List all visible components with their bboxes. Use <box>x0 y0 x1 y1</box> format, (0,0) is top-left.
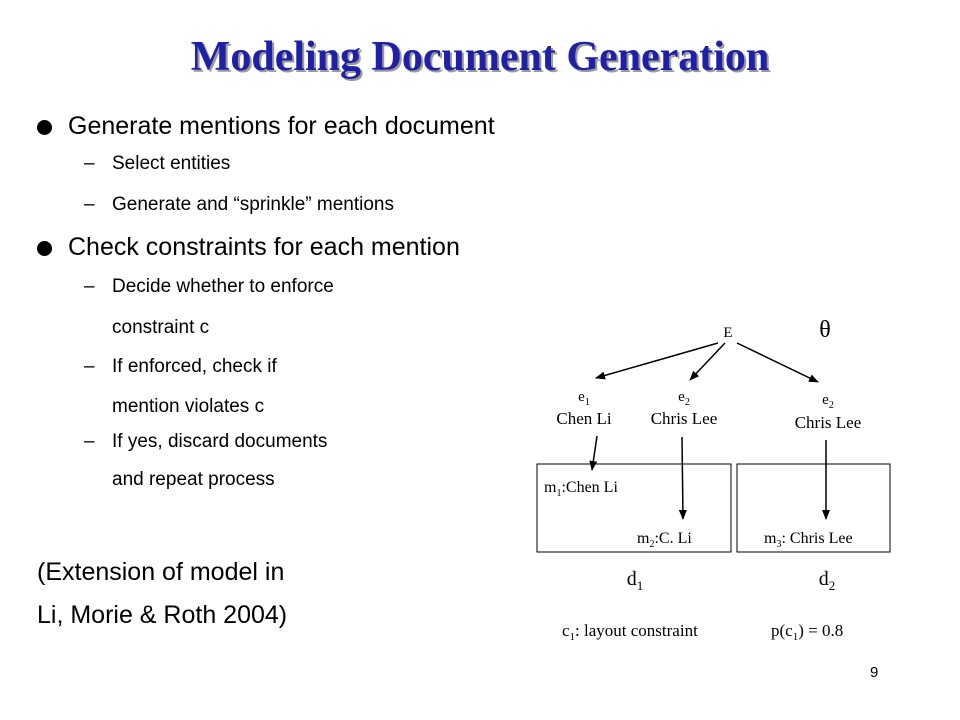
arrow-e-to-e2-second <box>736 342 819 383</box>
sub-bullet-continuation: mention violates c <box>112 396 265 417</box>
arrow-e2-to-m2 <box>678 436 687 520</box>
entity-e2-second-name: Chris Lee <box>795 413 862 432</box>
entity-e2-label: e2 <box>678 389 690 408</box>
mention-m1: m1:Chen Li <box>544 479 618 499</box>
sub-bullet-continuation: and repeat process <box>112 469 275 490</box>
bullet-item: Check constraints for each mention <box>37 233 460 261</box>
document-d1-label: d1 <box>627 568 644 593</box>
sub-bullet-continuation: constraint c <box>112 317 210 338</box>
slide-title: Modeling Document Generation <box>190 34 770 80</box>
sub-bullet-text: Select entities <box>112 153 231 174</box>
arrow-e-to-e1 <box>595 342 719 380</box>
entity-e1-label: e1 <box>578 389 590 408</box>
theta-symbol: θ <box>819 317 831 343</box>
bullet-text: Check constraints for each mention <box>68 233 460 261</box>
document-d2-box <box>736 463 891 553</box>
sub-bullet-text: Generate and “sprinkle” mentions <box>112 194 394 215</box>
sub-bullet-text: Decide whether to enforce <box>112 276 334 297</box>
bullet-text: Generate mentions for each document <box>68 112 495 140</box>
document-d1-box <box>536 463 732 553</box>
arrow-e1-to-m1 <box>589 435 598 471</box>
extension-note-line2: Li, Morie & Roth 2004) <box>37 601 288 629</box>
root-entity-label: E <box>723 325 732 341</box>
constraint-probability: p(c1) = 0.8 <box>771 621 843 643</box>
document-d2-label: d2 <box>819 568 836 593</box>
page-number: 9 <box>870 664 879 681</box>
constraint-label: c1: layout constraint <box>562 621 698 643</box>
mention-m2: m2:C. Li <box>637 530 692 550</box>
extension-note-line1: (Extension of model in <box>37 558 285 586</box>
entity-e2-name: Chris Lee <box>651 409 718 428</box>
sub-bullet-text: If enforced, check if <box>112 356 277 377</box>
bullet-dot-icon <box>37 120 52 135</box>
sub-bullet-text: If yes, discard documents <box>112 431 328 452</box>
entity-e2-second-label: e2 <box>822 392 834 411</box>
mention-m3: m3: Chris Lee <box>764 530 853 550</box>
bullet-dot-icon <box>37 241 52 256</box>
entity-e1-name: Chen Li <box>556 409 612 428</box>
bullet-item: Generate mentions for each document <box>37 112 495 140</box>
arrow-e-to-e2 <box>689 342 726 381</box>
